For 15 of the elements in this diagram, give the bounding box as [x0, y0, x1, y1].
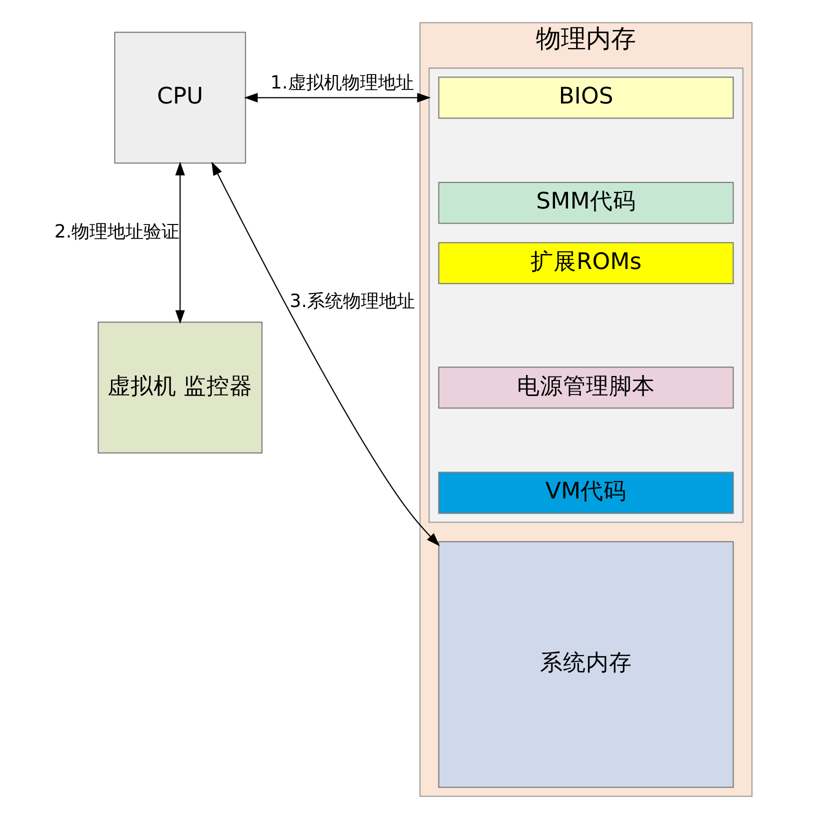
edge-label: 2.物理地址验证 [54, 220, 180, 242]
node-box: 扩展ROMs [438, 242, 734, 284]
node-box: 系统内存 [438, 540, 734, 788]
node-box: 电源管理脚本 [438, 366, 734, 408]
node-box: 虚拟机 监控器 [97, 321, 262, 454]
arrow [174, 161, 184, 324]
node-box: VM代码 [438, 471, 734, 514]
node-box: SMM代码 [438, 181, 734, 224]
arrow [210, 161, 440, 546]
edge-label: 1.虚拟机物理地址 [270, 72, 414, 93]
node-box: CPU [114, 31, 246, 164]
cluster [428, 67, 743, 522]
node-box: BIOS [438, 76, 734, 118]
edge-label: 3.系统物理地址 [289, 290, 415, 312]
arrow [244, 92, 430, 102]
